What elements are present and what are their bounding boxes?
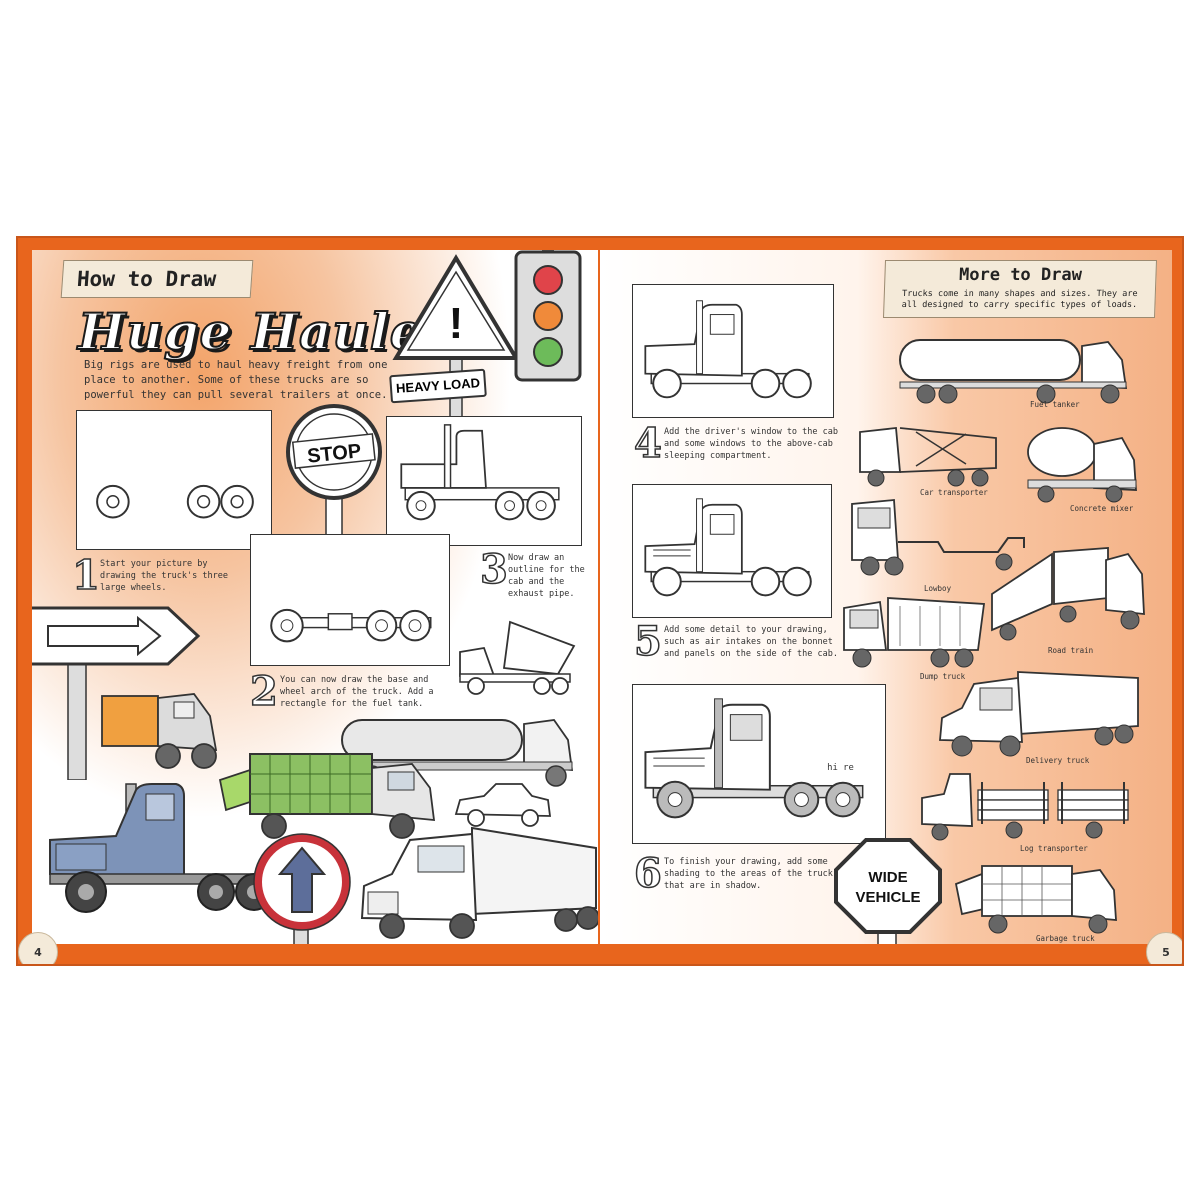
wide-vehicle-sign-icon: WIDE VEHICLE: [834, 838, 942, 944]
traffic-light-icon: [514, 250, 582, 382]
car-drawing: [454, 783, 552, 827]
caption-lowboy: Lowboy: [924, 584, 952, 593]
caption-garbage-truck: Garbage truck: [1036, 934, 1095, 943]
step-3-number: 3: [479, 546, 508, 593]
stop-sign-icon: STOP: [286, 404, 382, 570]
step-1-text: Start your picture by drawing the truck'…: [100, 559, 228, 593]
how-to-draw-banner: How to Draw: [60, 260, 254, 298]
intro-text: Big rigs are used to haul heavy freight …: [84, 359, 388, 401]
blue-semi-truck-drawing: [49, 783, 273, 913]
step-6-note: hi re: [827, 763, 854, 773]
caption-delivery-truck: Delivery truck: [1026, 756, 1090, 765]
step-4-text: Add the driver's window to the cab and s…: [664, 427, 838, 461]
dump-truck-drawing-right: [843, 597, 986, 668]
road-train-drawing: [991, 547, 1145, 641]
step-2-text: You can now draw the base and wheel arch…: [280, 675, 434, 709]
white-semi-truck-drawing: [360, 826, 598, 939]
step-3-illustration: [386, 416, 582, 546]
more-to-draw-title: More to Draw: [958, 265, 1083, 285]
step-4-illustration: [632, 284, 834, 418]
left-page: How to Draw Huge Haulers Big rigs are us…: [32, 250, 598, 944]
orange-semi-truck-drawing: [101, 693, 218, 769]
step-5-number: 5: [633, 618, 662, 665]
caption-log-transporter: Log transporter: [1020, 844, 1088, 853]
step-3-text: Now draw an outline for the cab and the …: [508, 553, 585, 599]
right-page: More to Draw Trucks come in many shapes …: [600, 250, 1172, 944]
car-transporter-drawing: [859, 427, 997, 487]
ahead-only-sign-icon: [253, 833, 351, 944]
concrete-mixer-drawing: [1027, 427, 1137, 503]
caption-car-transporter: Car transporter: [920, 488, 988, 497]
step-4-number: 4: [633, 420, 662, 467]
caption-dump-truck: Dump truck: [920, 672, 966, 681]
step-5-text: Add some detail to your drawing, such as…: [664, 625, 838, 659]
step-6-number: 6: [633, 850, 662, 897]
dump-truck-drawing: [459, 620, 576, 695]
direction-arrow-sign-icon: [32, 606, 201, 780]
green-garbage-truck-drawing: [218, 753, 436, 839]
wide-vehicle-text-line2: VEHICLE: [855, 889, 920, 906]
step-5-illustration: [632, 484, 832, 618]
wide-vehicle-text-line1: WIDE: [868, 869, 907, 886]
step-2-number: 2: [249, 668, 278, 715]
step-6-illustration: hi re: [632, 684, 886, 844]
fuel-tanker-drawing-right: [899, 339, 1128, 404]
more-to-draw-text: Trucks come in many shapes and sizes. Th…: [901, 289, 1138, 310]
garbage-truck-drawing: [954, 865, 1117, 934]
step-6-text: To finish your drawing, add some shading…: [664, 857, 833, 891]
step-2-illustration: [250, 534, 450, 666]
book-spread: How to Draw Huge Haulers Big rigs are us…: [16, 236, 1184, 966]
fuel-tanker-drawing: [341, 719, 574, 787]
page-number-left: 4: [18, 932, 58, 964]
lowboy-drawing: [851, 499, 1025, 576]
caption-road-train: Road train: [1048, 646, 1094, 655]
caption-concrete-mixer: Concrete mixer: [1070, 504, 1134, 513]
delivery-truck-drawing: [939, 671, 1139, 757]
log-transporter-drawing: [921, 773, 1129, 841]
warning-sign-text: !: [449, 299, 464, 348]
more-to-draw-banner: More to Draw Trucks come in many shapes …: [882, 260, 1158, 318]
step-1-illustration: [76, 410, 272, 550]
page-number-right: 5: [1146, 932, 1182, 964]
step-1-number: 1: [71, 552, 100, 599]
caption-fuel-tanker: Fuel tanker: [1030, 400, 1080, 409]
